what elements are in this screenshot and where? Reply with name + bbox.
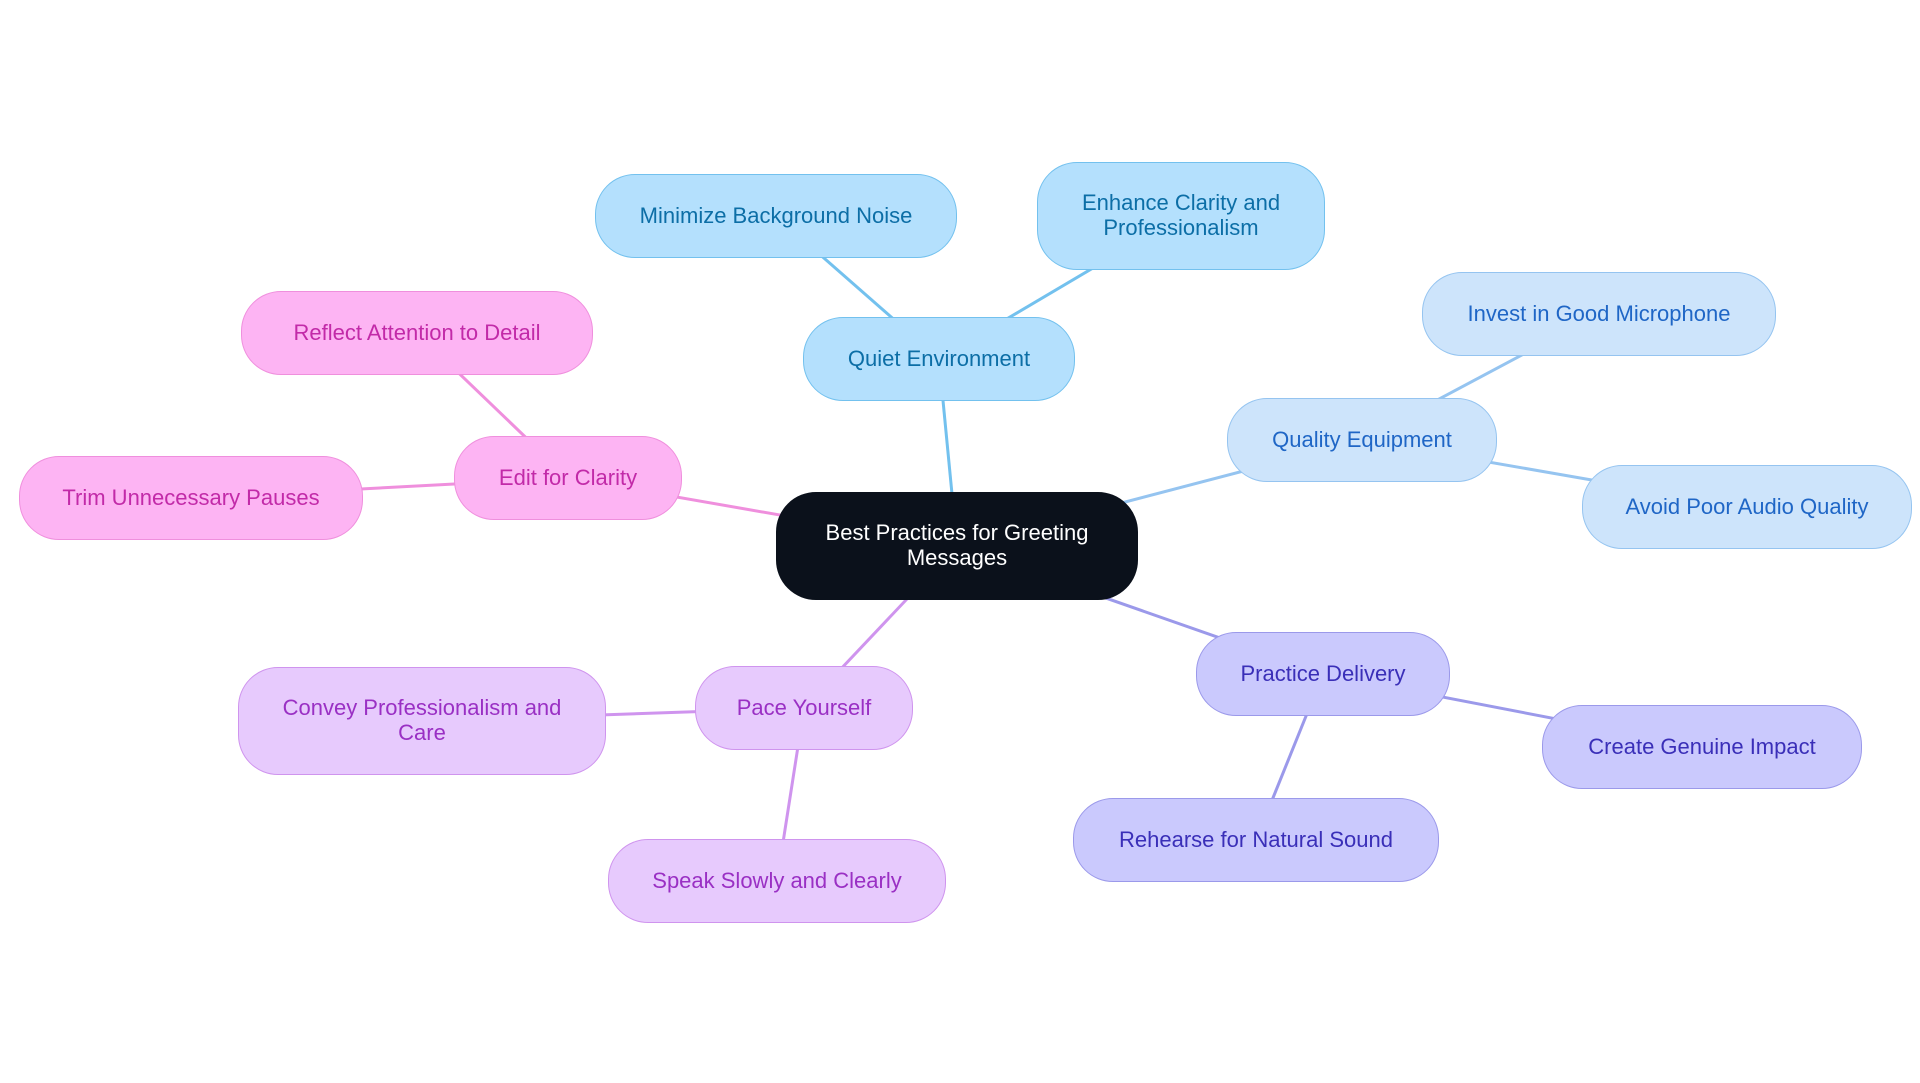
leaf-node-convey-professionalism-and-care: Convey Professionalism and Care	[238, 667, 606, 775]
leaf-node-reflect-attention-to-detail: Reflect Attention to Detail	[241, 291, 593, 375]
node-label: Rehearse for Natural Sound	[1119, 826, 1393, 852]
node-label: Speak Slowly and Clearly	[652, 867, 902, 893]
leaf-node-create-genuine-impact: Create Genuine Impact	[1542, 705, 1862, 789]
branch-node-quiet-environment: Quiet Environment	[803, 317, 1075, 401]
node-label: Invest in Good Microphone	[1467, 300, 1731, 326]
node-label: Practice Delivery	[1240, 660, 1406, 686]
node-label: Edit for Clarity	[498, 464, 638, 490]
node-label: Convey Professionalism and Care	[282, 695, 562, 745]
branch-node-pace-yourself: Pace Yourself	[695, 666, 913, 750]
leaf-node-trim-unnecessary-pauses: Trim Unnecessary Pauses	[19, 456, 363, 540]
leaf-node-invest-in-good-microphone: Invest in Good Microphone	[1422, 272, 1776, 356]
node-label: Pace Yourself	[736, 694, 872, 720]
branch-node-practice-delivery: Practice Delivery	[1196, 632, 1450, 716]
leaf-node-speak-slowly-and-clearly: Speak Slowly and Clearly	[608, 839, 946, 923]
node-label: Avoid Poor Audio Quality	[1625, 493, 1869, 519]
node-label: Create Genuine Impact	[1588, 733, 1816, 759]
central-node: Best Practices for Greeting Messages	[776, 492, 1138, 600]
node-label: Minimize Background Noise	[639, 202, 913, 228]
central-node-label: Best Practices for Greeting Messages	[825, 520, 1089, 570]
leaf-node-enhance-clarity: Enhance Clarity and Professionalism	[1037, 162, 1325, 270]
node-label: Enhance Clarity and Professionalism	[1081, 190, 1281, 240]
leaf-node-minimize-background-noise: Minimize Background Noise	[595, 174, 957, 258]
leaf-node-rehearse-for-natural-sound: Rehearse for Natural Sound	[1073, 798, 1439, 882]
node-label: Quiet Environment	[847, 345, 1031, 371]
node-label: Quality Equipment	[1272, 426, 1452, 452]
leaf-node-avoid-poor-audio-quality: Avoid Poor Audio Quality	[1582, 465, 1912, 549]
branch-node-edit-for-clarity: Edit for Clarity	[454, 436, 682, 520]
node-label: Trim Unnecessary Pauses	[62, 484, 320, 510]
node-label: Reflect Attention to Detail	[293, 319, 541, 345]
branch-node-quality-equipment: Quality Equipment	[1227, 398, 1497, 482]
